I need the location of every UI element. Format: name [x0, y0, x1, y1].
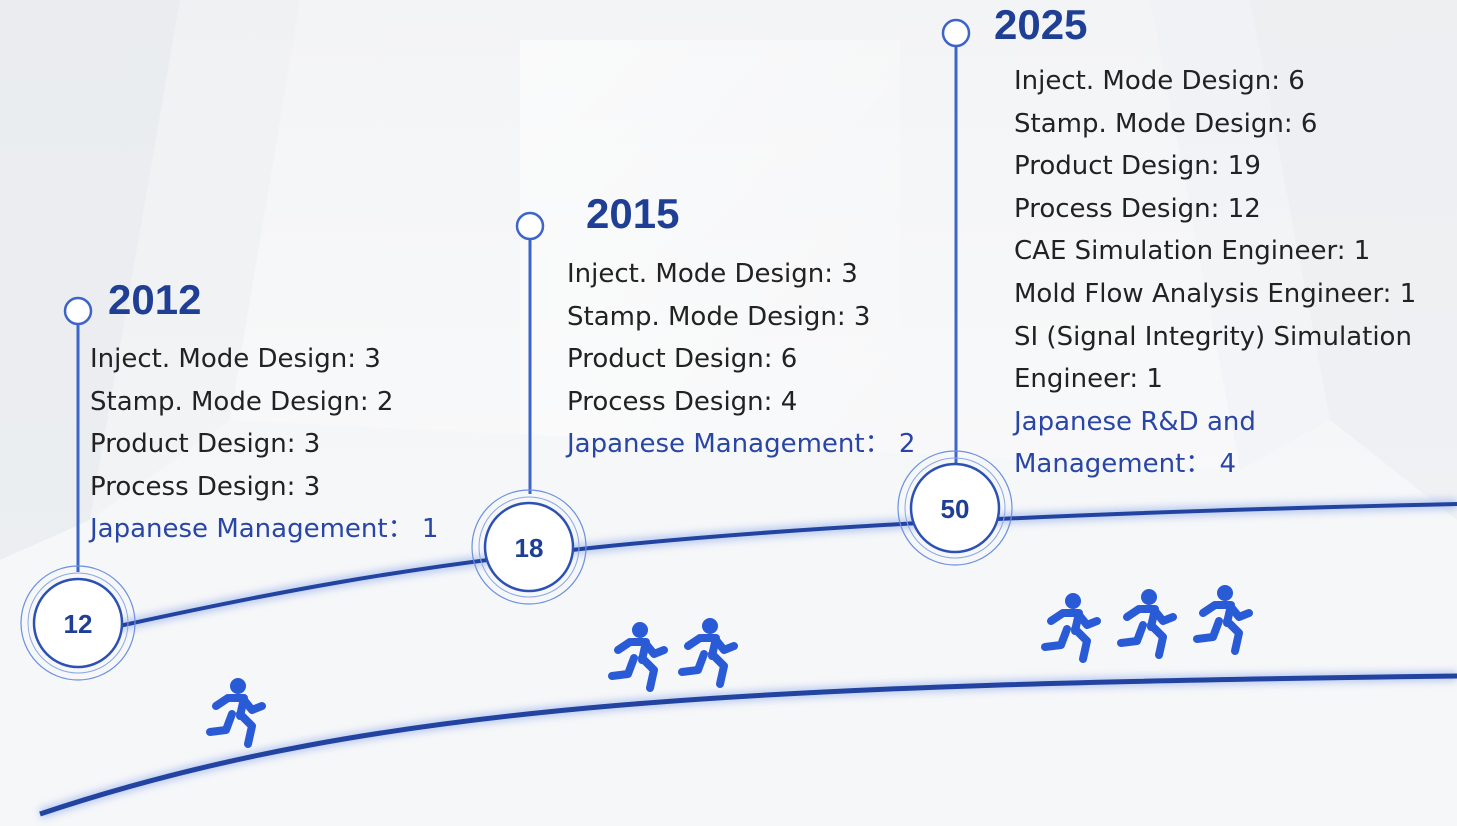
timeline-node-icon	[515, 211, 545, 241]
role-list-2025: Inject. Mode Design: 6 Stamp. Mode Desig…	[1014, 60, 1449, 486]
runner-group-2012	[206, 678, 266, 748]
role-item: Process Design: 4	[567, 386, 798, 417]
year-label-2012: 2012	[108, 276, 202, 323]
running-person-icon	[1041, 593, 1101, 663]
role-item: Inject. Mode Design: 6	[1014, 66, 1305, 96]
role-item: Product Design: 19	[1014, 151, 1261, 182]
management-item: Japanese Management： 1	[90, 514, 439, 545]
count-badge-2025: 50	[940, 494, 970, 524]
role-item: Inject. Mode Design: 3	[90, 344, 381, 374]
role-item: Stamp. Mode Design: 6	[1014, 108, 1318, 139]
count-badge-2012: 12	[63, 609, 93, 639]
role-item: CAE Simulation Engineer: 1	[1014, 236, 1371, 267]
count-badge-2015: 18	[514, 533, 544, 563]
role-item: Inject. Mode Design: 3	[567, 259, 858, 289]
year-label-2015: 2015	[586, 190, 680, 237]
running-person-icon	[608, 622, 668, 692]
running-person-icon	[206, 678, 266, 748]
count-badge-2025-ring	[897, 450, 1013, 566]
runner-group-2015	[608, 618, 738, 692]
role-item: Stamp. Mode Design: 3	[567, 301, 871, 332]
role-item: Product Design: 3	[90, 429, 321, 460]
count-badge-2015-ring	[471, 489, 587, 605]
management-item: Japanese Management： 2	[567, 429, 916, 460]
timeline-node-icon	[63, 296, 93, 326]
management-item: Japanese R&D and Management： 4	[1014, 406, 1256, 480]
role-list-2012: Inject. Mode Design: 3 Stamp. Mode Desig…	[90, 338, 438, 551]
role-item: Mold Flow Analysis Engineer: 1	[1014, 278, 1417, 309]
runner-group-2025	[1041, 585, 1253, 663]
role-item: Process Design: 12	[1014, 193, 1261, 224]
role-list-2015: Inject. Mode Design: 3 Stamp. Mode Desig…	[567, 253, 915, 466]
timeline-node-icon	[941, 18, 971, 48]
lower-timeline-curve-line	[39, 673, 1457, 817]
role-item: Process Design: 3	[90, 471, 321, 502]
running-person-icon	[1193, 585, 1253, 655]
running-person-icon	[1117, 589, 1177, 659]
year-label-2025: 2025	[994, 1, 1088, 48]
role-item: Stamp. Mode Design: 2	[90, 386, 394, 417]
upper-timeline-curve-line	[109, 502, 1457, 630]
role-item: SI (Signal Integrity) Simulation Enginee…	[1014, 321, 1412, 395]
count-badge-2012-ring	[20, 565, 136, 681]
running-person-icon	[678, 618, 738, 688]
role-item: Product Design: 6	[567, 344, 798, 375]
